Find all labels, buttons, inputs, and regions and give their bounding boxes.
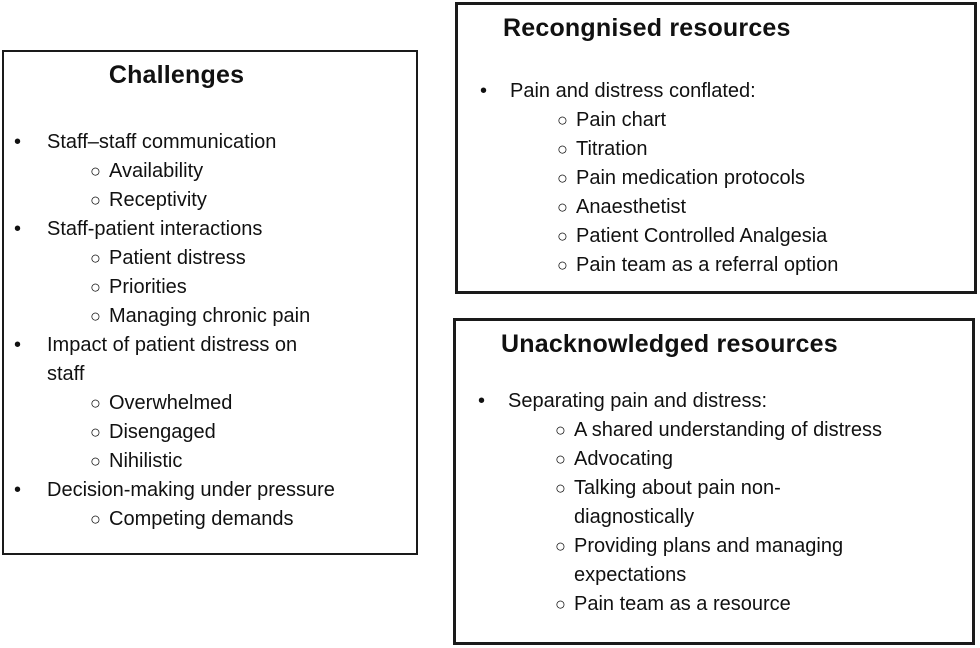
sub-list-item: ○ Patient Controlled Analgesia <box>458 222 974 251</box>
sub-list-item: ○ Nihilistic <box>4 447 416 476</box>
sub-list-item: ○ Managing chronic pain <box>4 302 416 331</box>
circle-bullet-icon: ○ <box>557 255 568 275</box>
sub-item-label: Pain chart <box>576 109 667 131</box>
challenges-title: Challenges <box>108 61 245 89</box>
circle-bullet-icon: ○ <box>557 168 568 188</box>
sub-list-item: ○ Overwhelmed <box>4 389 416 418</box>
sub-item-label: Disengaged <box>109 421 216 443</box>
challenges-box: Challenges • Staff–staff communication ○… <box>2 50 418 555</box>
sub-list-item: ○ Disengaged <box>4 418 416 447</box>
sub-item-label: Managing chronic pain <box>109 305 311 327</box>
circle-bullet-icon: ○ <box>555 478 566 498</box>
sub-list-item: ○ Competing demands <box>4 505 416 534</box>
circle-bullet-icon: ○ <box>90 451 101 471</box>
sub-list-item: ○ A shared understanding of distress <box>456 416 972 445</box>
sub-item-label: Overwhelmed <box>109 392 233 414</box>
circle-bullet-icon: ○ <box>555 420 566 440</box>
unacknowledged-resources-list: • Separating pain and distress: ○ A shar… <box>456 387 972 619</box>
sub-item-label: Pain team as a resource <box>574 593 791 615</box>
circle-bullet-icon: ○ <box>90 509 101 529</box>
circle-bullet-icon: ○ <box>90 190 101 210</box>
circle-bullet-icon: ○ <box>90 248 101 268</box>
list-item: • Impact of patient distress on staff <box>4 331 416 389</box>
sub-list-item: ○ Pain chart <box>458 106 974 135</box>
circle-bullet-icon: ○ <box>557 139 568 159</box>
unacknowledged-resources-box: Unacknowledged resources • Separating pa… <box>453 318 975 645</box>
recognised-resources-box: Recongnised resources • Pain and distres… <box>455 2 977 294</box>
item-label: Staff-patient interactions <box>47 218 263 240</box>
sub-list-item: ○ Anaesthetist <box>458 193 974 222</box>
recognised-resources-list: • Pain and distress conflated: ○ Pain ch… <box>458 77 974 280</box>
sub-list-item: ○ Pain medication protocols <box>458 164 974 193</box>
list-item: • Pain and distress conflated: <box>458 77 974 106</box>
bullet-icon: • <box>14 131 22 153</box>
circle-bullet-icon: ○ <box>555 536 566 556</box>
bullet-icon: • <box>14 334 22 356</box>
sub-list-item: ○ Providing plans and managing expectati… <box>456 532 972 590</box>
item-label: Separating pain and distress: <box>508 390 768 412</box>
sub-list-item: ○ Pain team as a referral option <box>458 251 974 280</box>
recognised-resources-title: Recongnised resources <box>503 14 791 42</box>
item-label: Pain and distress conflated: <box>510 80 756 102</box>
bullet-icon: • <box>478 390 486 412</box>
sub-item-label: Receptivity <box>109 189 207 211</box>
bullet-icon: • <box>480 80 488 102</box>
circle-bullet-icon: ○ <box>90 306 101 326</box>
circle-bullet-icon: ○ <box>557 197 568 217</box>
list-item: • Staff-patient interactions <box>4 215 416 244</box>
sub-item-label: Patient distress <box>109 247 246 269</box>
sub-item-label: Talking about pain non-diagnostically <box>574 477 781 528</box>
sub-item-label: Competing demands <box>109 508 294 530</box>
circle-bullet-icon: ○ <box>555 594 566 614</box>
sub-item-label: Nihilistic <box>109 450 183 472</box>
sub-item-label: Anaesthetist <box>576 196 687 218</box>
circle-bullet-icon: ○ <box>90 422 101 442</box>
circle-bullet-icon: ○ <box>90 161 101 181</box>
circle-bullet-icon: ○ <box>90 393 101 413</box>
sub-item-label: Pain team as a referral option <box>576 254 839 276</box>
sub-item-label: Providing plans and managing expectation… <box>574 535 844 586</box>
sub-list-item: ○ Advocating <box>456 445 972 474</box>
sub-list-item: ○ Titration <box>458 135 974 164</box>
sub-list-item: ○ Availability <box>4 157 416 186</box>
bullet-icon: • <box>14 479 22 501</box>
sub-item-label: Titration <box>576 138 648 160</box>
circle-bullet-icon: ○ <box>557 110 568 130</box>
item-label: Decision-making under pressure <box>47 479 335 501</box>
bullet-icon: • <box>14 218 22 240</box>
sub-item-label: Advocating <box>574 448 673 470</box>
sub-item-label: A shared understanding of distress <box>574 419 882 441</box>
sub-item-label: Priorities <box>109 276 187 298</box>
unacknowledged-resources-title: Unacknowledged resources <box>501 330 838 358</box>
sub-item-label: Availability <box>109 160 204 182</box>
list-item: • Decision-making under pressure <box>4 476 416 505</box>
item-label: Impact of patient distress on staff <box>47 334 298 385</box>
item-label: Staff–staff communication <box>47 131 277 153</box>
sub-list-item: ○ Receptivity <box>4 186 416 215</box>
list-item: • Separating pain and distress: <box>456 387 972 416</box>
circle-bullet-icon: ○ <box>555 449 566 469</box>
circle-bullet-icon: ○ <box>90 277 101 297</box>
sub-list-item: ○ Priorities <box>4 273 416 302</box>
circle-bullet-icon: ○ <box>557 226 568 246</box>
sub-list-item: ○ Patient distress <box>4 244 416 273</box>
list-item: • Staff–staff communication <box>4 128 416 157</box>
sub-list-item: ○ Pain team as a resource <box>456 590 972 619</box>
challenges-list: • Staff–staff communication ○ Availabili… <box>4 128 416 534</box>
sub-item-label: Patient Controlled Analgesia <box>576 225 828 247</box>
sub-list-item: ○ Talking about pain non-diagnostically <box>456 474 972 532</box>
sub-item-label: Pain medication protocols <box>576 167 806 189</box>
